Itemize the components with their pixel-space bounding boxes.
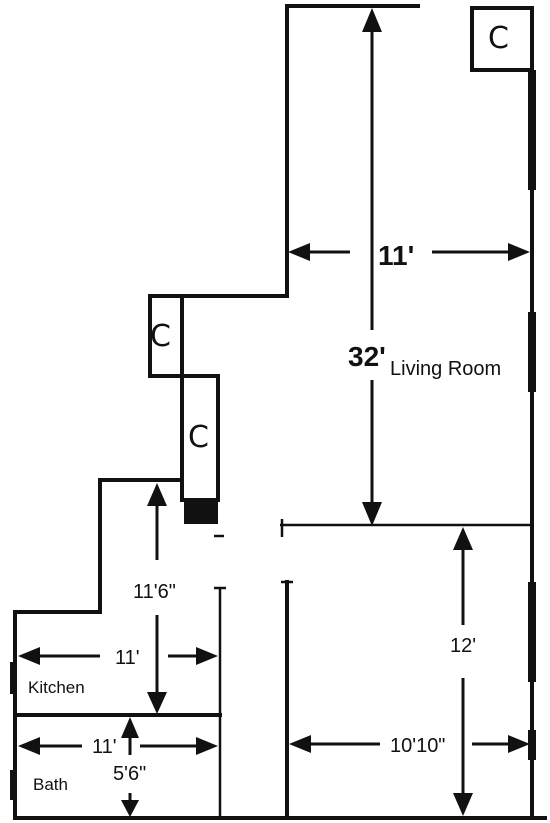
living-length-label: 32' — [348, 341, 386, 372]
lower-width-label: 10'10" — [390, 735, 445, 757]
bath-label: Bath — [33, 775, 68, 794]
living-room-label: Living Room — [390, 358, 501, 380]
arrow-down — [362, 502, 382, 526]
arrow-up — [362, 8, 382, 32]
kitchen-width-label: 11' — [115, 647, 140, 669]
walls — [10, 4, 547, 820]
kitchen-window — [10, 662, 16, 694]
hall-length-label: 11'6" — [133, 581, 176, 603]
closet-3-box — [470, 6, 534, 72]
closet-1-box — [148, 294, 184, 378]
bath-width-label: 11' — [92, 736, 117, 758]
window-1 — [528, 70, 536, 190]
dimension-lines — [18, 8, 530, 817]
closet-1-label: C — [150, 319, 171, 354]
closet-2-label: C — [188, 420, 209, 455]
kitchen-label: Kitchen — [28, 678, 85, 697]
bath-window — [10, 770, 16, 800]
bath-depth-label: 5'6" — [113, 763, 146, 785]
window-2 — [528, 312, 536, 392]
closet-2-door — [184, 498, 218, 524]
living-width-label: 11' — [378, 240, 414, 271]
closet-3-label: C — [488, 21, 509, 56]
lower-length-label: 12' — [450, 635, 476, 657]
window-4 — [528, 730, 536, 760]
window-3 — [528, 582, 536, 682]
